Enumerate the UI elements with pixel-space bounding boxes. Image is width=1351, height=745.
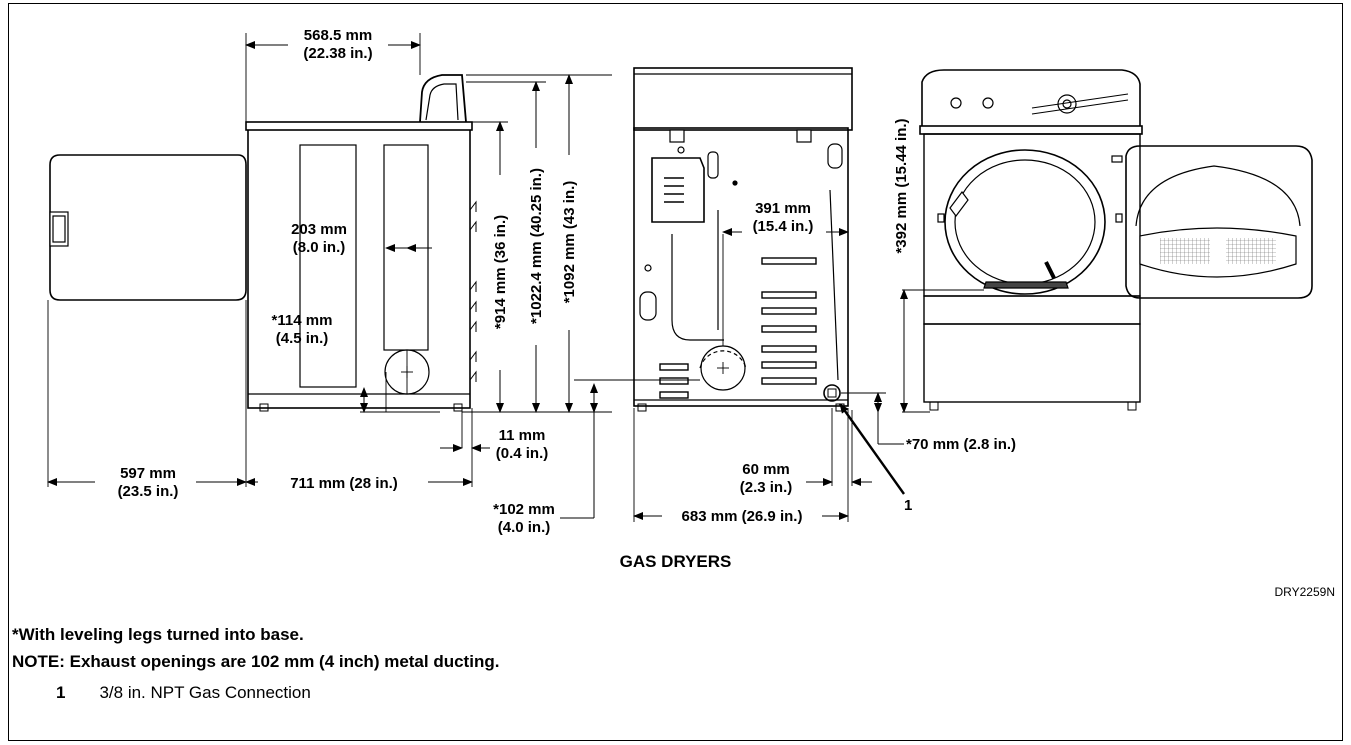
height-1022: *1022.4 mm (40.25 in.) xyxy=(528,168,545,324)
door-width-mm: 597 mm xyxy=(120,465,176,482)
dryer-front-view xyxy=(919,69,1313,411)
width-label: 683 mm (26.9 in.) xyxy=(682,508,803,525)
rear-exhaust-height-in: (4.0 in.) xyxy=(498,519,551,536)
rear-exhaust-offset-mm: 391 mm xyxy=(755,200,811,217)
rear-exhaust-offset-in: (15.4 in.) xyxy=(753,218,814,235)
dryer-rear-view xyxy=(633,67,853,412)
gas-height-label: *70 mm (2.8 in.) xyxy=(906,436,1016,453)
height-914: *914 mm (36 in.) xyxy=(492,215,509,329)
callout-leader xyxy=(839,403,905,495)
offset-mm: 11 mm xyxy=(499,427,546,444)
side-exhaust-in: (8.0 in.) xyxy=(293,239,346,256)
rear-exhaust-height-mm: *102 mm xyxy=(493,501,555,518)
extension-lines xyxy=(47,33,984,522)
height-1092: *1092 mm (43 in.) xyxy=(561,181,578,304)
exhaust-note: NOTE: Exhaust openings are 102 mm (4 inc… xyxy=(12,652,500,671)
exhaust-height-mm: *114 mm xyxy=(272,312,333,329)
door-side-view xyxy=(49,154,247,301)
dimension-arrows xyxy=(47,41,908,520)
gas-offset-mm: 60 mm xyxy=(742,461,790,478)
dryer-side-view xyxy=(245,74,477,412)
door-open-height: *392 mm (15.44 in.) xyxy=(893,118,910,253)
legend-item: 1 3/8 in. NPT Gas Connection xyxy=(56,683,311,703)
callout-number: 1 xyxy=(904,497,912,514)
exhaust-height-in: (4.5 in.) xyxy=(276,330,329,347)
depth-label: 711 mm (28 in.) xyxy=(290,475,398,492)
diagram-caption: GAS DRYERS xyxy=(619,552,732,571)
offset-in: (0.4 in.) xyxy=(496,445,549,462)
top-width-mm: 568.5 mm xyxy=(304,27,372,44)
gas-offset-in: (2.3 in.) xyxy=(740,479,793,496)
dimension-labels: 597 mm (23.5 in.) 568.5 mm (22.38 in.) 7… xyxy=(118,27,1016,536)
legend-number: 1 xyxy=(56,683,66,702)
diagram-frame xyxy=(8,3,1343,741)
leveling-legs-note: *With leveling legs turned into base. xyxy=(12,625,304,644)
legend-text: 3/8 in. NPT Gas Connection xyxy=(99,683,311,702)
side-exhaust-mm: 203 mm xyxy=(291,221,347,238)
document-id: DRY2259N xyxy=(1274,585,1335,599)
door-width-in: (23.5 in.) xyxy=(118,483,179,500)
top-width-in: (22.38 in.) xyxy=(303,45,372,62)
